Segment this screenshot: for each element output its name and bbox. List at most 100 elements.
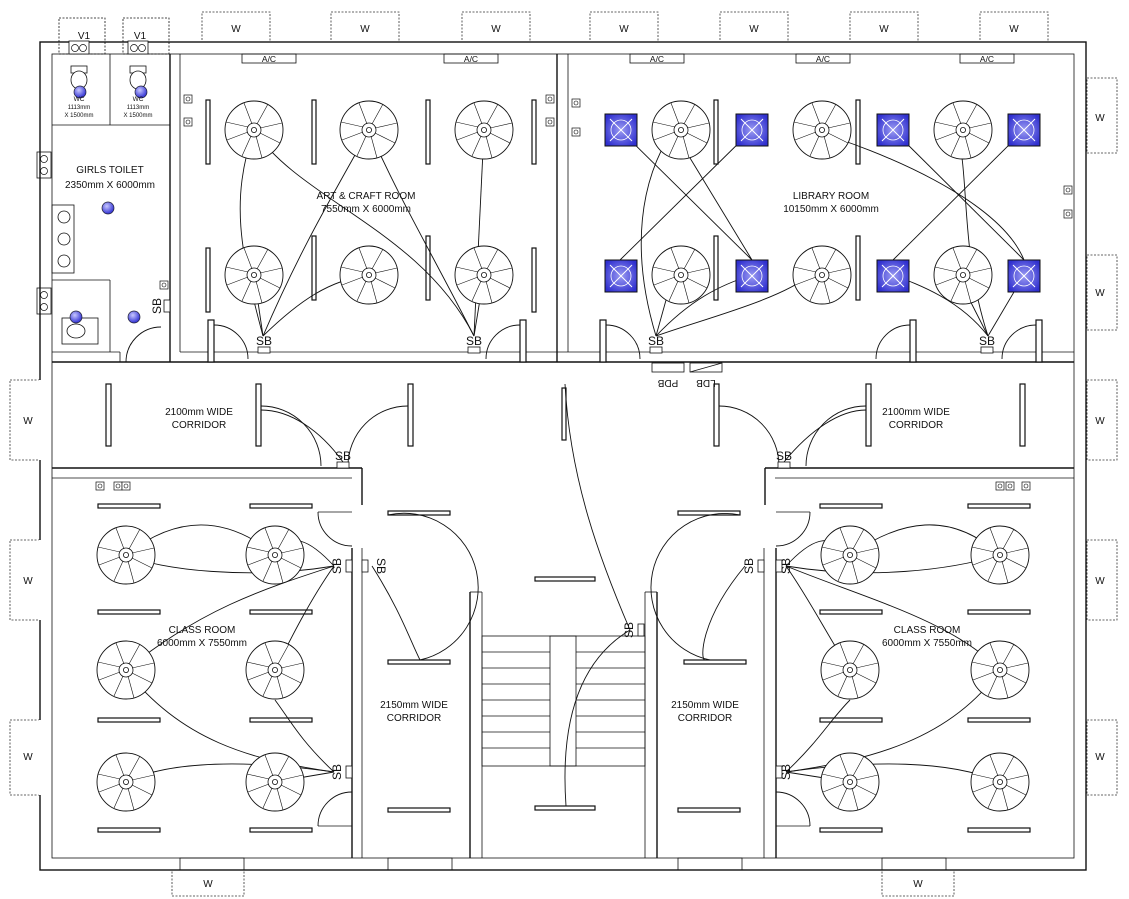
room-name: WC [133, 96, 144, 103]
socket-icon [571, 98, 581, 108]
window-label: W [23, 752, 33, 763]
ac-label: A/C [464, 54, 478, 64]
room-size: 6000mm X 7550mm [882, 638, 972, 649]
ac-label: A/C [650, 54, 664, 64]
switchboard-icon: SB [622, 622, 645, 638]
switchboard-label: SB [374, 558, 388, 574]
room-size: 6000mm X 7550mm [157, 638, 247, 649]
ceiling-fan-icon [820, 640, 880, 700]
window-label: W [23, 576, 33, 587]
ceiling-fan-icon [339, 100, 399, 160]
window-label: W [619, 24, 629, 35]
room-size: X 1500mm [123, 113, 152, 119]
power-db-label: PDB [657, 377, 678, 388]
switchboards: SB SB SB SB SB SB SB SB [150, 298, 995, 780]
window-icon [171, 869, 245, 897]
window-label: W [1095, 113, 1105, 124]
toilet-fixtures: V1 V1 [36, 17, 170, 345]
window-icon [9, 539, 41, 621]
window-label: W [360, 24, 370, 35]
room-size: X 1500mm [64, 113, 93, 119]
window-label: W [1095, 416, 1105, 427]
outer-walls [38, 41, 1087, 871]
toilet-bulbs [69, 85, 148, 324]
socket-icon [1063, 209, 1073, 219]
light-fixture-icon [735, 113, 769, 147]
room-size: 10150mm X 6000mm [783, 204, 879, 215]
ac-units: A/C A/C A/C A/C A/C [241, 53, 1015, 64]
switchboard-icon: SB [466, 334, 482, 354]
ac-unit-icon [629, 53, 685, 64]
switchboard-label: SB [979, 334, 995, 348]
switchboard-icon: SB [361, 558, 388, 574]
corridor-label: 2100mm WIDE [165, 407, 233, 418]
switchboard-icon: SB [335, 449, 351, 469]
socket-icon [183, 117, 193, 127]
ceiling-fan-icon [820, 752, 880, 812]
doors [97, 99, 1043, 871]
room-name: CLASS ROOM [894, 625, 961, 636]
ceiling-fan-icon [454, 100, 514, 160]
ceiling-fan-icon [96, 525, 156, 585]
window-icon [201, 11, 271, 43]
ceiling-fan-icon [96, 640, 156, 700]
switchboard-label: SB [256, 334, 272, 348]
ceiling-fan-icon [245, 640, 305, 700]
window-icon [1086, 539, 1118, 621]
switchboard-label: SB [335, 449, 351, 463]
ceiling-fans [96, 100, 1030, 812]
socket-icon [571, 127, 581, 137]
ac-unit-icon [795, 53, 851, 64]
switchboard-label: SB [330, 558, 344, 574]
window-icon [330, 11, 400, 43]
socket-icon [995, 481, 1005, 491]
wash-basin-icon [57, 210, 71, 268]
wash-basin-icon [68, 40, 90, 55]
window-label: W [879, 24, 889, 35]
ceiling-fan-icon [820, 525, 880, 585]
ac-label: A/C [816, 54, 830, 64]
room-name: GIRLS TOILET [76, 165, 143, 176]
corridor-label: CORRIDOR [387, 713, 441, 724]
switchboard-icon: SB [648, 334, 664, 354]
socket-icon [545, 117, 555, 127]
window-icon [1086, 379, 1118, 461]
ceiling-fan-icon [970, 640, 1030, 700]
window-label: W [1009, 24, 1019, 35]
valve-label: V1 [78, 31, 91, 42]
window-icon [589, 11, 659, 43]
ac-label: A/C [980, 54, 994, 64]
power-db-icon [651, 362, 685, 373]
window-label: W [1095, 576, 1105, 587]
switchboard-label: SB [150, 298, 164, 314]
socket-icon [1005, 481, 1015, 491]
room-name: WC [74, 96, 85, 103]
window-icon [1086, 77, 1118, 154]
light-fixture-icon [604, 113, 638, 147]
ceiling-fan-icon [454, 245, 514, 305]
room-size: 7550mm X 6000mm [321, 204, 411, 215]
ac-label: A/C [262, 54, 276, 64]
window-icon [1086, 254, 1118, 331]
window-icon [979, 11, 1049, 43]
window-label: W [1095, 752, 1105, 763]
window-label: W [491, 24, 501, 35]
corridor-label: CORRIDOR [889, 420, 943, 431]
corridor-label: 2150mm WIDE [671, 700, 739, 711]
light-fixture-icon [604, 259, 638, 293]
window-icon [849, 11, 919, 43]
switchboard-label: SB [779, 558, 793, 574]
light-fixture-icon [1007, 259, 1041, 293]
switchboard-icon: SB [330, 764, 353, 780]
ac-unit-icon [241, 53, 297, 64]
switchboard-icon: SB [330, 558, 353, 574]
room-size: 1113mm [68, 105, 90, 111]
switchboard-label: SB [776, 449, 792, 463]
window-label: W [231, 24, 241, 35]
socket-icon [1021, 481, 1031, 491]
socket-icon [1063, 185, 1073, 195]
ac-unit-icon [443, 53, 499, 64]
window-label: W [749, 24, 759, 35]
ceiling-fan-icon [245, 525, 305, 585]
